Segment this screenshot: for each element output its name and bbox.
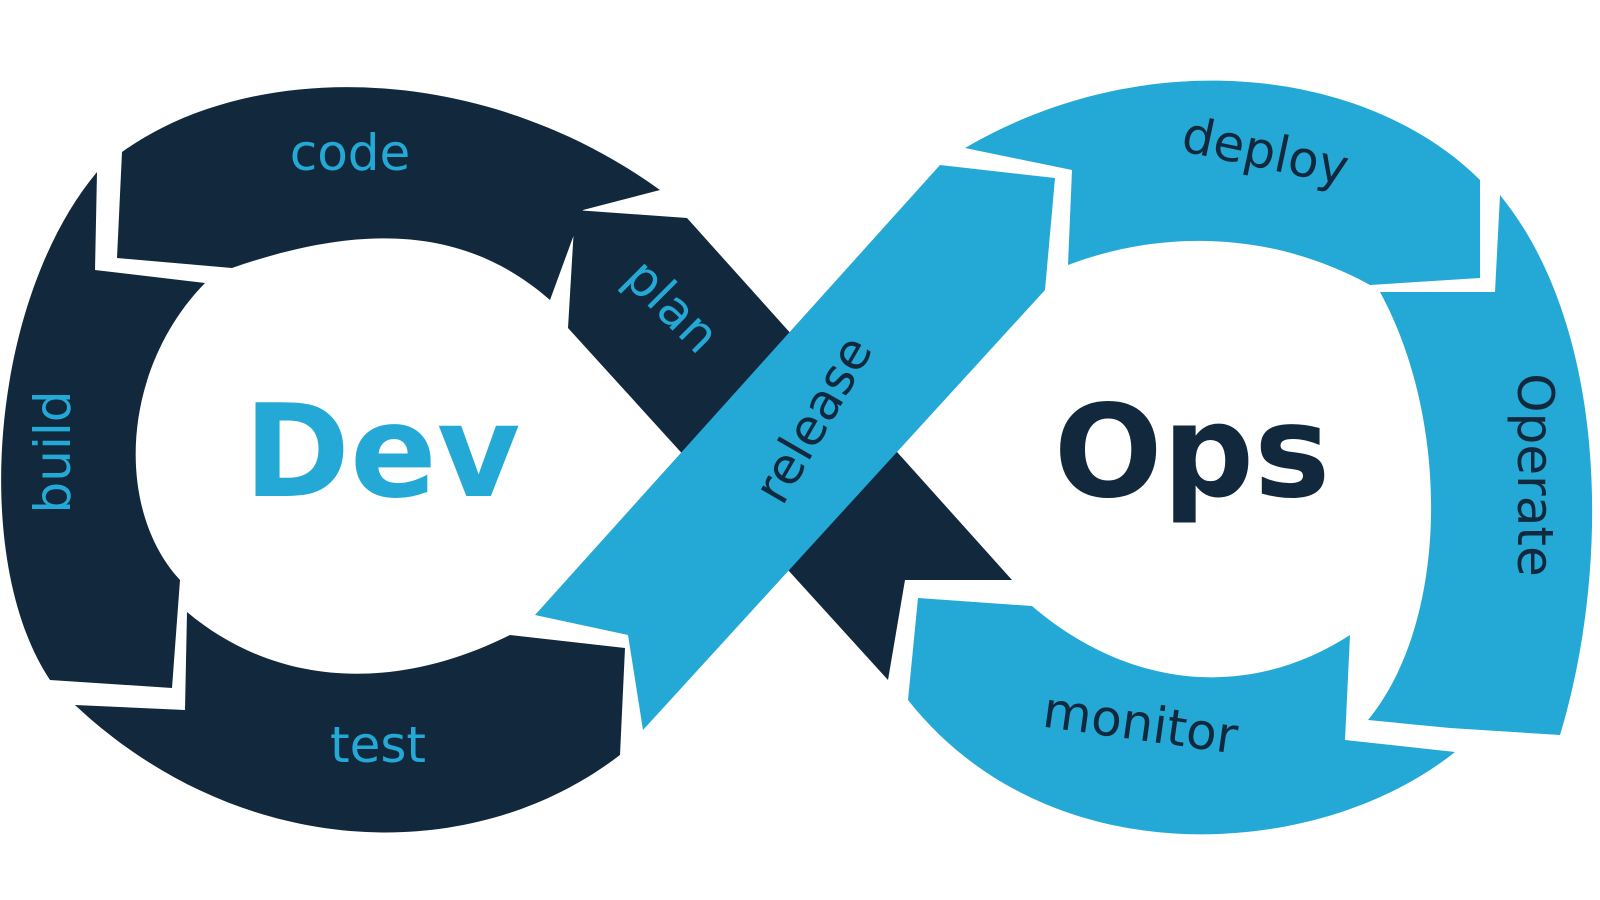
monitor-segment xyxy=(908,598,1455,835)
deploy-segment xyxy=(965,80,1480,285)
test-segment xyxy=(75,612,625,833)
release-segment xyxy=(535,165,1055,730)
operate-segment xyxy=(1368,195,1593,735)
ops-loop xyxy=(535,80,1593,835)
code-segment xyxy=(117,87,660,300)
build-label: build xyxy=(24,391,82,514)
code-label: code xyxy=(290,124,411,182)
test-label: test xyxy=(330,716,426,774)
build-segment xyxy=(1,172,205,688)
operate-label: Operate xyxy=(1506,373,1564,576)
ops-title: Ops xyxy=(1054,378,1331,527)
dev-title: Dev xyxy=(244,378,521,527)
